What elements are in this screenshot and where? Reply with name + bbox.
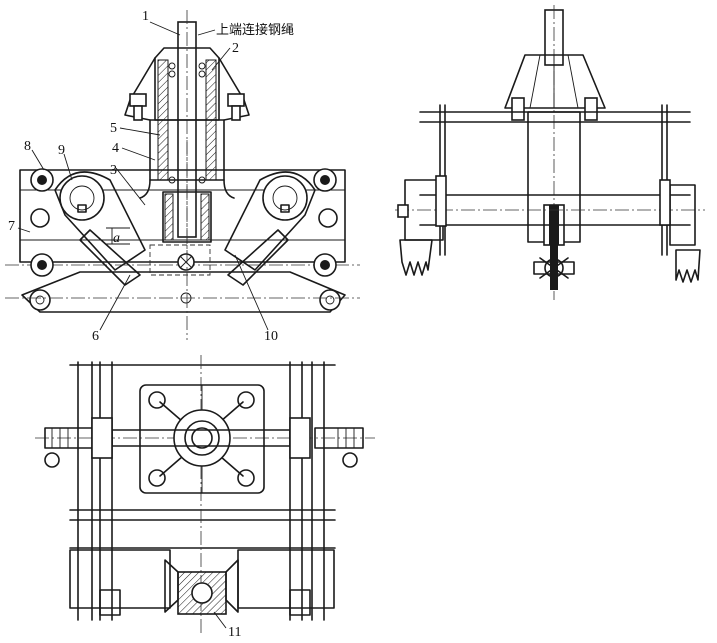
callout-9: 9 (58, 143, 65, 158)
lever-bar (21, 271, 346, 313)
top-view: 11 (35, 355, 375, 640)
dimension-a-label: a (113, 231, 120, 246)
main-frame (19, 169, 346, 263)
side-spring-housing (504, 54, 606, 109)
side-view (395, 5, 705, 300)
cable-end (177, 571, 227, 615)
flange-bolts (129, 93, 245, 121)
callout-6: 6 (92, 329, 99, 344)
callout-3: 3 (110, 163, 117, 178)
top-rope-label: 上端连接钢绳 (216, 22, 294, 38)
callout-4: 4 (112, 141, 119, 156)
plate-bolts (148, 391, 255, 487)
left-cam (54, 171, 146, 286)
callout-7: 7 (8, 219, 15, 234)
right-cam (224, 171, 316, 286)
callout-11: 11 (228, 625, 241, 640)
callout-5: 5 (110, 121, 117, 136)
callout-8: 8 (24, 139, 31, 154)
front-view: a 1 2 3 4 5 6 7 8 9 10 上端连接钢绳 (5, 9, 360, 344)
callout-10: 10 (264, 329, 278, 344)
frame-bolts (30, 168, 338, 277)
callout-1: 1 (142, 9, 149, 24)
callout-2: 2 (232, 41, 239, 56)
right-claw (669, 184, 696, 246)
